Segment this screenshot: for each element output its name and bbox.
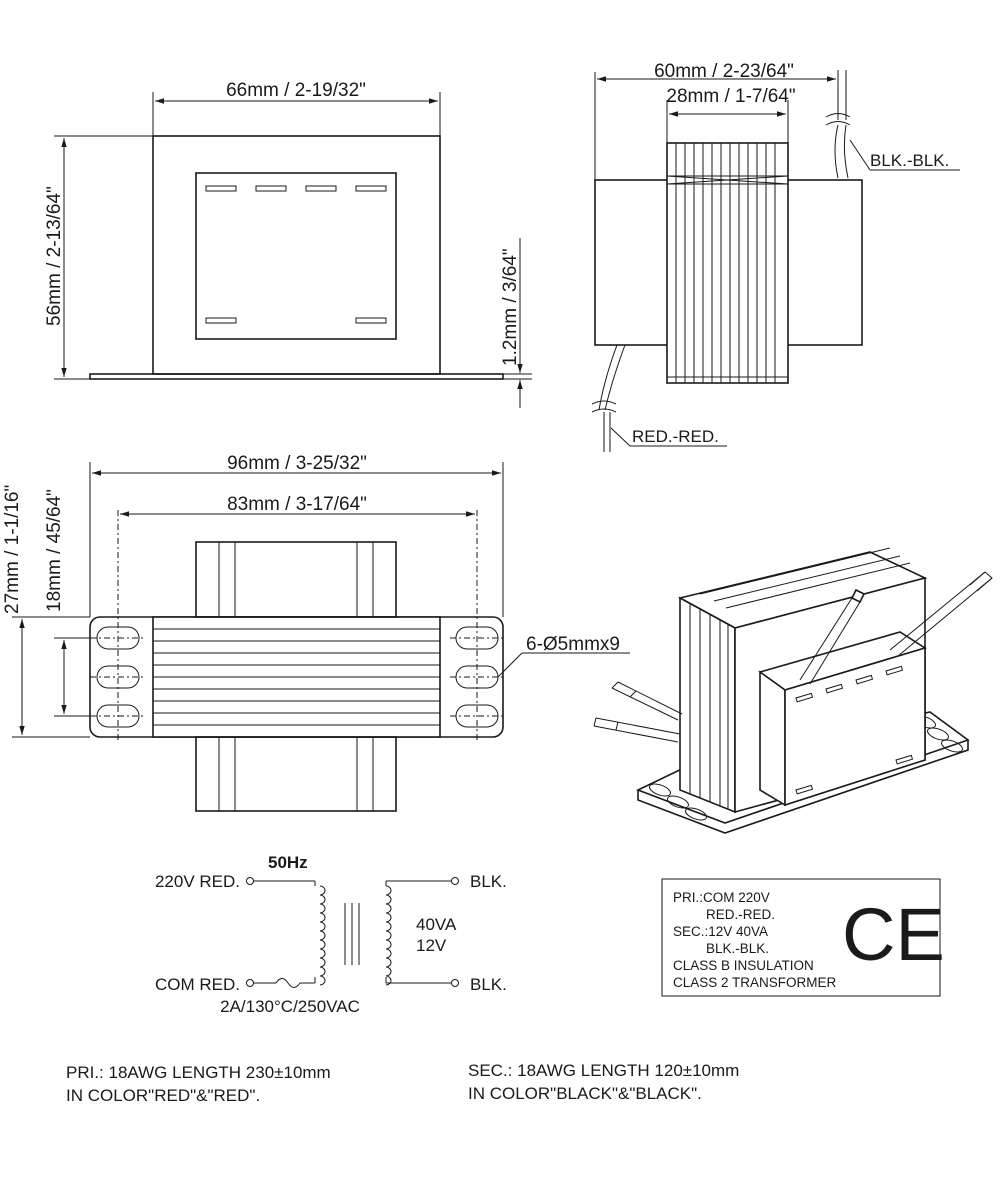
side-core-dim: 28mm / 1-7/64"	[666, 86, 795, 107]
top-hole-depth-dim: 18mm / 45/64"	[44, 489, 65, 612]
top-overall-dim: 96mm / 3-25/32"	[227, 453, 367, 474]
label-line-4: BLK.-BLK.	[706, 941, 769, 956]
top-overall-depth-dim: 27mm / 1-1/16"	[2, 485, 23, 614]
front-view: 66mm / 2-19/32" 56mm / 2-13/64" 1.2mm / …	[44, 80, 532, 408]
side-overall-dim: 60mm / 2-23/64"	[654, 61, 794, 82]
iso-lamination-lines	[689, 547, 911, 809]
wire-notes: PRI.: 18AWG LENGTH 230±10mm IN COLOR"RED…	[66, 1061, 739, 1105]
label-line-6: CLASS 2 TRANSFORMER	[673, 975, 837, 990]
isometric-view	[593, 547, 993, 834]
secondary-note-line2: IN COLOR"BLACK"&"BLACK".	[468, 1084, 702, 1103]
secondary-leads-label: BLK.-BLK.	[870, 151, 949, 170]
ce-mark: CE	[842, 893, 945, 976]
front-width-dim: 66mm / 2-19/32"	[226, 80, 366, 101]
primary-com-label: COM RED.	[155, 975, 240, 994]
label-line-5: CLASS B INSULATION	[673, 958, 814, 973]
secondary-note-line1: SEC.: 18AWG LENGTH 120±10mm	[468, 1061, 739, 1080]
primary-note-line1: PRI.: 18AWG LENGTH 230±10mm	[66, 1063, 331, 1082]
primary-coil	[314, 881, 326, 986]
schematic: 50Hz 220V RED. COM RED. 2A/130°C/250VAC …	[155, 853, 507, 1016]
top-hole-spacing-dim: 83mm / 3-17/64"	[227, 494, 367, 515]
fuse-rating-label: 2A/130°C/250VAC	[220, 997, 360, 1016]
top-view: 96mm / 3-25/32" 83mm / 3-17/64" 27mm / 1…	[2, 453, 630, 812]
holes-callout: 6-Ø5mmx9	[526, 634, 620, 655]
primary-leads-label: RED.-RED.	[632, 427, 719, 446]
winding-lines	[153, 628, 440, 726]
primary-hot-label: 220V RED.	[155, 872, 240, 891]
iso-holes	[649, 715, 963, 821]
bobbin-slots	[205, 185, 387, 324]
frequency-label: 50Hz	[268, 853, 308, 872]
label-line-1: PRI.:COM 220V	[673, 890, 770, 905]
voltage-label: 12V	[416, 936, 447, 955]
secondary-coil	[385, 881, 392, 986]
front-height-dim: 56mm / 2-13/64"	[44, 186, 65, 326]
label-line-2: RED.-RED.	[706, 907, 775, 922]
primary-note-line2: IN COLOR"RED"&"RED".	[66, 1086, 260, 1105]
power-label: 40VA	[416, 915, 457, 934]
label-line-3: SEC.:12V 40VA	[673, 924, 768, 939]
base-thickness-dim: 1.2mm / 3/64"	[500, 248, 521, 366]
secondary-bottom-label: BLK.	[470, 975, 507, 994]
rating-label: PRI.:COM 220V RED.-RED. SEC.:12V 40VA BL…	[661, 878, 945, 997]
secondary-top-label: BLK.	[470, 872, 507, 891]
iso-slots	[795, 665, 914, 795]
side-view: BLK.-BLK. RED.-RED. 60mm / 2-23/64" 28mm…	[591, 61, 960, 452]
mounting-holes	[90, 510, 506, 740]
